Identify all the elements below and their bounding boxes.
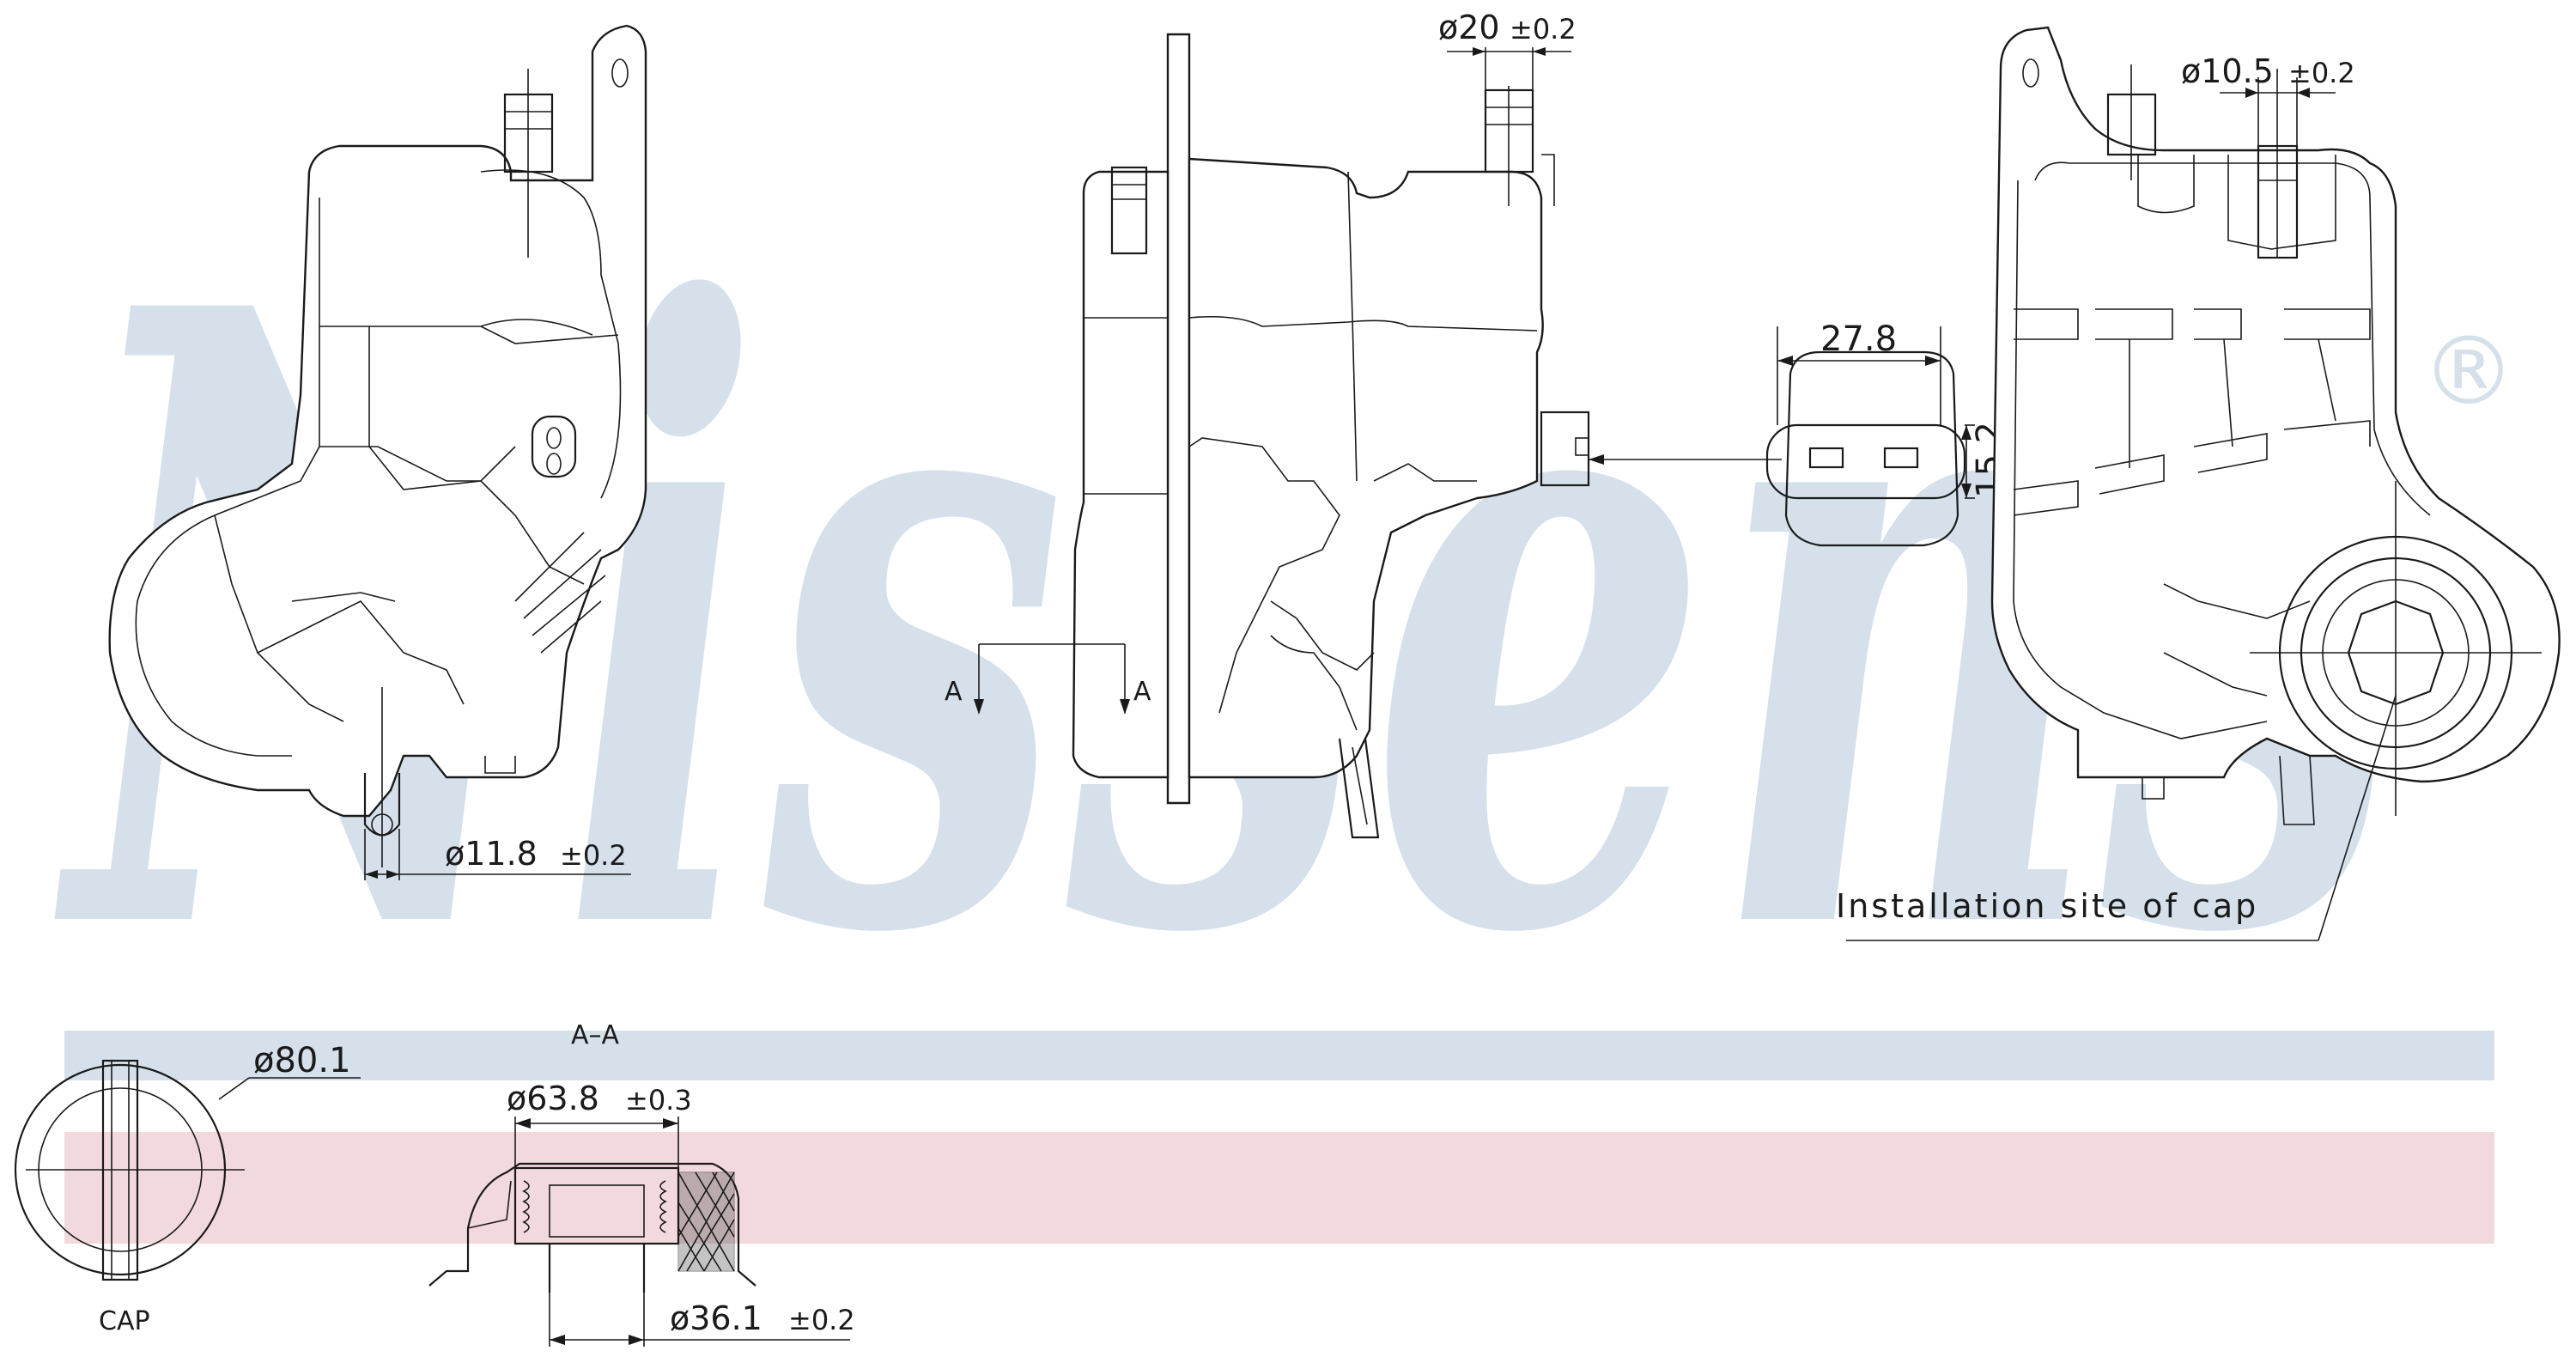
tank-rear-view xyxy=(1846,26,2561,941)
section-inner-diameter: ø63.8 xyxy=(507,1080,599,1117)
cap-view xyxy=(14,1059,361,1281)
registered-mark: ® xyxy=(2421,316,2516,426)
top-pipe-diameter: ø20 xyxy=(1438,9,1500,46)
outlet-left-tolerance: ±0.2 xyxy=(560,839,627,872)
tank-side-view xyxy=(974,33,1782,839)
pink-band xyxy=(64,1132,2494,1244)
cap-diameter: ø80.1 xyxy=(253,1041,351,1080)
tank-front-view xyxy=(108,24,647,880)
section-bottom-diameter: ø36.1 xyxy=(670,1299,762,1337)
installation-site-label: Installation site of cap xyxy=(1836,887,2258,925)
section-title: A–A xyxy=(571,1020,620,1050)
section-a-a xyxy=(428,1117,850,1347)
connector-detail xyxy=(1765,326,1975,547)
cap-label: CAP xyxy=(99,1306,150,1336)
blue-band xyxy=(64,1031,2494,1080)
right-pipe-diameter: ø10.5 xyxy=(2181,52,2274,90)
section-marker-left: A xyxy=(945,677,963,707)
section-marker-right: A xyxy=(1133,677,1151,707)
connector-width: 27.8 xyxy=(1820,319,1897,359)
top-pipe-tolerance: ±0.2 xyxy=(1510,13,1577,46)
outlet-left-diameter: ø11.8 xyxy=(445,835,538,873)
section-bottom-tolerance: ±0.2 xyxy=(788,1304,855,1336)
section-inner-tolerance: ±0.3 xyxy=(625,1084,692,1117)
right-pipe-tolerance: ±0.2 xyxy=(2288,57,2355,89)
